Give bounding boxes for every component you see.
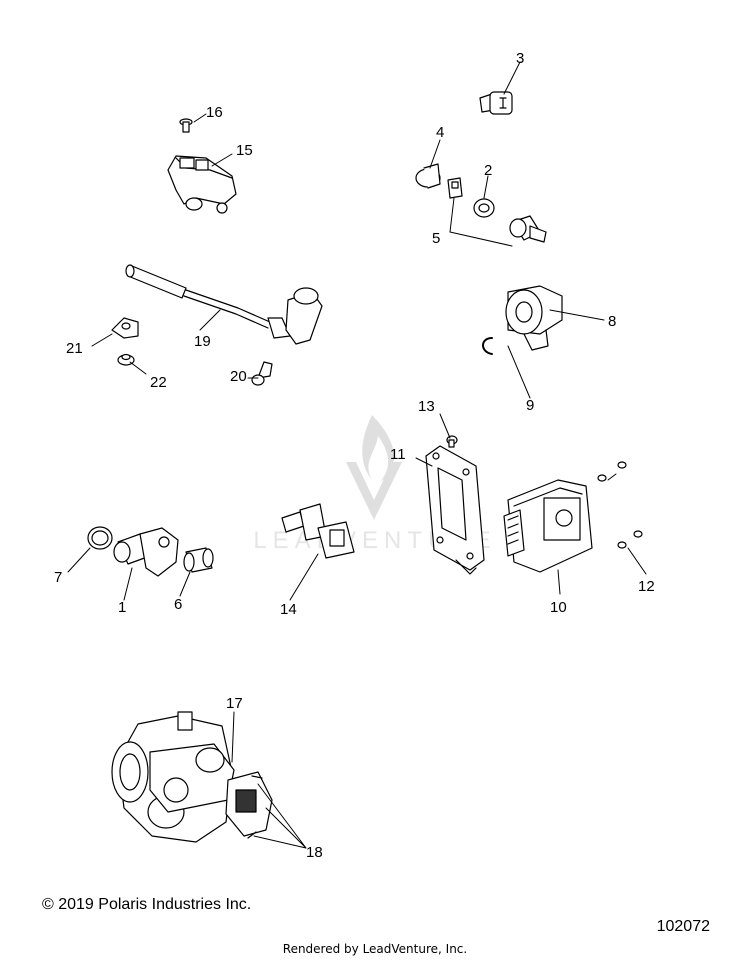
callout-22: 22 [150,374,167,391]
part-20-bolt [251,361,273,386]
part-4-cap [415,163,441,189]
callout-9: 9 [526,397,534,414]
leader-lines [67,61,647,849]
part-2-washer [473,198,495,218]
callout-7: 7 [54,569,62,586]
part-3-plug [479,91,513,115]
callout-15: 15 [236,142,253,159]
part-7-o-ring [87,526,113,550]
rendered-by-credit: Rendered by LeadVenture, Inc. [282,942,468,956]
part-1-cam-sensor [113,527,179,577]
part-16-bolt [179,118,193,133]
callout-1: 1 [118,599,126,616]
callout-20: 20 [230,368,247,385]
part-14-temp-sensor [281,503,355,559]
part-5-sensor [509,215,547,243]
part-17-throttle-body [111,711,273,843]
part-10-ecu [503,479,593,573]
callout-19: 19 [194,333,211,350]
part-5-clip [447,177,463,199]
callout-2: 2 [484,162,492,179]
callout-8: 8 [608,313,616,330]
callout-labels: 3 4 2 5 16 15 19 21 22 20 8 9 13 11 12 1… [54,50,655,861]
callout-13: 13 [418,398,435,415]
part-19-speed-sensor [125,264,323,345]
callout-17: 17 [226,695,243,712]
part-6-spacer [183,547,214,573]
callout-5: 5 [432,230,440,247]
part-13-screw [446,435,458,448]
part-8-knock-sensor [505,285,563,351]
callout-10: 10 [550,599,567,616]
callout-3: 3 [516,50,524,67]
callout-16: 16 [206,104,223,121]
callout-14: 14 [280,601,297,618]
callout-11: 11 [390,446,406,463]
callout-6: 6 [174,596,182,613]
part-12-screws [597,461,643,549]
part-9-snap-ring [482,337,493,355]
callout-21: 21 [66,340,83,357]
copyright-notice: © 2019 Polaris Industries Inc. [42,896,252,913]
callout-12: 12 [638,578,655,595]
callout-4: 4 [436,124,444,141]
part-15-map-sensor [167,155,237,214]
part-11-bracket [425,445,485,575]
part-21-clamp [111,317,139,339]
watermark-logo [346,415,402,520]
callout-18: 18 [306,844,323,861]
figure-number: 102072 [656,918,710,935]
